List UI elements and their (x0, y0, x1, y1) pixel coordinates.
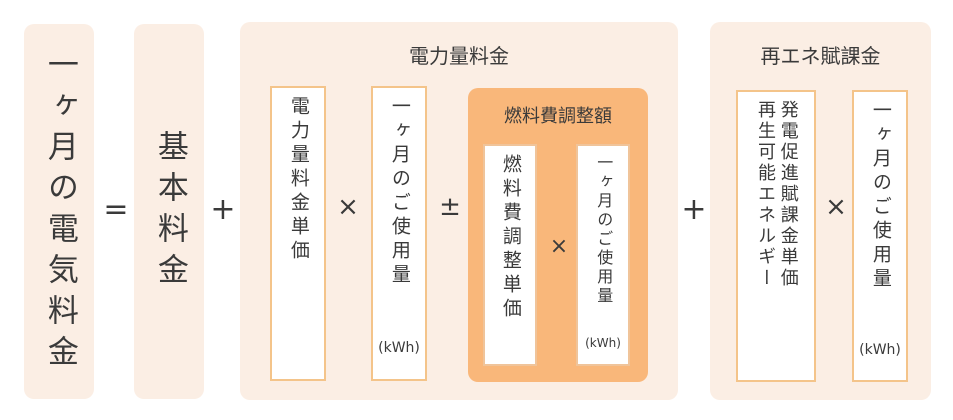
fuel-adjustment-title: 燃料費調整額 (504, 106, 612, 127)
power-rate-title: 電力量料金 (409, 44, 509, 68)
fuel-unit-price-cell: 燃料費調整単価 (483, 144, 537, 366)
power-usage-cell: 一ヶ月のご使用量 (kWh) (371, 86, 427, 381)
renewable-usage-cell: 一ヶ月のご使用量 (kWh) (852, 90, 908, 382)
power-usage-unit: (kWh) (378, 340, 420, 356)
power-rate-group: 電力量料金 電力量料金単価 × 一ヶ月のご使用量 (kWh) ± 燃料費調整額 … (240, 22, 678, 400)
power-unit-price-cell: 電力量料金単価 (270, 86, 326, 381)
renewable-unit-price-line1: 再生可能エネルギー (755, 100, 776, 289)
fuel-adjustment-group: 燃料費調整額 燃料費調整単価 × 一ヶ月のご使用量 (kWh) (468, 88, 648, 382)
equals-operator: = (103, 192, 129, 227)
power-usage-label: 一ヶ月のご使用量 (388, 96, 411, 288)
plus-operator-2: + (681, 192, 707, 227)
renewable-levy-title: 再エネ賦課金 (760, 44, 881, 68)
total-charge-label: 一ヶ月の電気料金 (41, 47, 78, 376)
renewable-usage-unit: (kWh) (859, 342, 901, 358)
times-operator-1: × (337, 192, 359, 222)
base-charge-label: 基本料金 (151, 129, 188, 294)
renewable-unit-price-line2: 発電促進賦課金単価 (777, 100, 799, 289)
renewable-usage-label: 一ヶ月のご使用量 (869, 100, 892, 292)
plusminus-operator: ± (439, 192, 461, 222)
power-unit-price-label: 電力量料金単価 (287, 96, 310, 264)
fuel-unit-price-label: 燃料費調整単価 (499, 154, 522, 322)
total-charge-box: 一ヶ月の電気料金 (24, 24, 94, 399)
renewable-unit-price-cell: 再生可能エネルギー 発電促進賦課金単価 (736, 90, 816, 382)
fuel-usage-label: 一ヶ月のご使用量 (594, 154, 614, 306)
plus-operator-1: + (210, 192, 236, 227)
times-operator-2: × (549, 234, 569, 259)
times-operator-3: × (825, 192, 847, 222)
base-charge-box: 基本料金 (134, 24, 204, 399)
renewable-levy-group: 再エネ賦課金 再生可能エネルギー 発電促進賦課金単価 × 一ヶ月のご使用量 (k… (710, 22, 931, 400)
fuel-usage-unit: (kWh) (585, 336, 621, 350)
fuel-usage-cell: 一ヶ月のご使用量 (kWh) (576, 144, 630, 366)
